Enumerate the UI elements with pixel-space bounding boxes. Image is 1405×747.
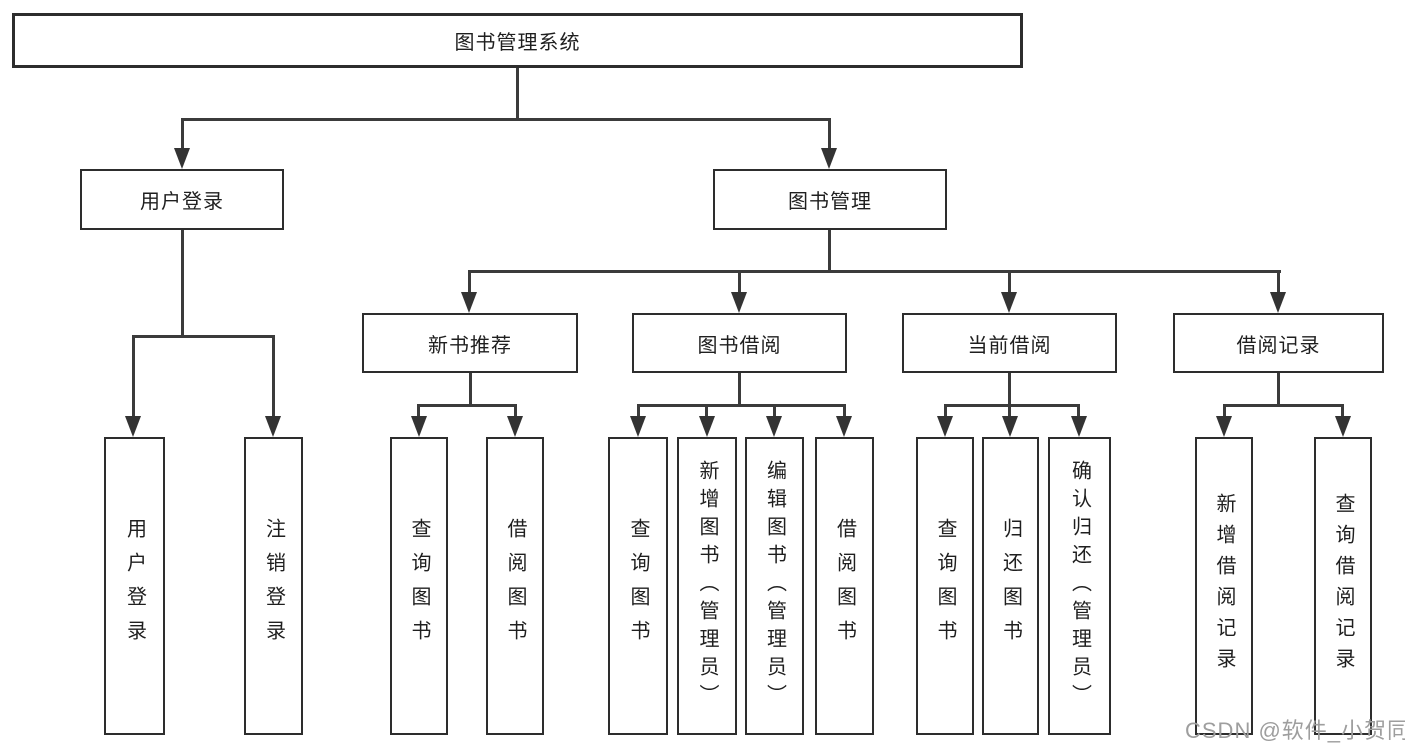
connector-g1-stem (738, 373, 741, 407)
connector-g0-c0-drop (417, 404, 420, 416)
connector-g0-drop (468, 270, 471, 294)
connector-g2-c2-drop (1077, 404, 1080, 416)
leaf-current-query: 查询图书 (916, 437, 974, 735)
connector-g2-stem (1008, 373, 1011, 407)
connector-g0-c1-drop (514, 404, 517, 416)
connector-g0-rail (417, 404, 517, 407)
connector-g3-c0-drop (1223, 404, 1226, 416)
arrowhead-current-confirm (1071, 416, 1087, 437)
leaf-records-add: 新增借阅记录 (1195, 437, 1253, 735)
csdn-watermark: CSDN @软件_小贺同学 (1185, 718, 1405, 743)
connector-g3-drop (1277, 270, 1280, 294)
arrowhead-current-query (937, 416, 953, 437)
connector-root-rail (181, 118, 831, 121)
node-book-management: 图书管理 (713, 169, 947, 230)
connector-login-child2-drop (272, 335, 275, 419)
connector-mgmt-rail (469, 270, 1281, 273)
connector-login-stem (181, 230, 184, 338)
node-book-borrow: 图书借阅 (632, 313, 847, 373)
connector-g2-drop (1008, 270, 1011, 294)
leaf-logout: 注销登录 (244, 437, 303, 735)
connector-g2-c0-drop (944, 404, 947, 416)
connector-g3-c1-drop (1341, 404, 1344, 416)
arrowhead-borrow-edit (766, 416, 782, 437)
connector-mgmt-stem (828, 230, 831, 273)
arrowhead-current-borrow (1001, 292, 1017, 313)
connector-g1-drop (738, 270, 741, 294)
leaf-records-query: 查询借阅记录 (1314, 437, 1372, 735)
arrowhead-borrow-records (1270, 292, 1286, 313)
leaf-borrow-add-admin: 新增图书（管理员） (677, 437, 737, 735)
connector-g3-rail (1223, 404, 1344, 407)
arrowhead-borrow-borrow (836, 416, 852, 437)
leaf-borrow-query: 查询图书 (608, 437, 668, 735)
node-current-borrow: 当前借阅 (902, 313, 1117, 373)
arrowhead-book-borrow (731, 292, 747, 313)
node-new-book-recommend: 新书推荐 (362, 313, 578, 373)
node-borrow-records: 借阅记录 (1173, 313, 1384, 373)
node-user-login: 用户登录 (80, 169, 284, 230)
arrowhead-records-add (1216, 416, 1232, 437)
connector-root-stem (516, 68, 519, 121)
connector-login-rail (132, 335, 275, 338)
arrowhead-records-query (1335, 416, 1351, 437)
node-library-management-system: 图书管理系统 (12, 13, 1023, 68)
connector-mgmt-drop (828, 118, 831, 150)
arrowhead-borrow-query (630, 416, 646, 437)
connector-g0-stem (469, 373, 472, 407)
connector-login-drop (181, 118, 184, 150)
leaf-newbook-borrow: 借阅图书 (486, 437, 544, 735)
arrowhead-mgmt (821, 148, 837, 169)
arrowhead-current-return (1002, 416, 1018, 437)
leaf-user-login: 用户登录 (104, 437, 165, 735)
connector-g1-rail (637, 404, 845, 407)
arrowhead-newbook-borrow (507, 416, 523, 437)
connector-g1-c3-drop (843, 404, 846, 416)
connector-login-child1-drop (132, 335, 135, 419)
arrowhead-newbook-query (411, 416, 427, 437)
connector-g2-rail (944, 404, 1080, 407)
connector-g1-c2-drop (773, 404, 776, 416)
arrowhead-logout (265, 416, 281, 437)
leaf-current-return: 归还图书 (982, 437, 1039, 735)
arrowhead-new-book (461, 292, 477, 313)
arrowhead-borrow-add (699, 416, 715, 437)
connector-g2-c1-drop (1008, 404, 1011, 416)
leaf-newbook-query: 查询图书 (390, 437, 448, 735)
leaf-current-confirm-admin: 确认归还（管理员） (1048, 437, 1111, 735)
leaf-borrow-borrow: 借阅图书 (815, 437, 874, 735)
leaf-borrow-edit-admin: 编辑图书（管理员） (745, 437, 804, 735)
arrowhead-login (174, 148, 190, 169)
connector-g1-c0-drop (637, 404, 640, 416)
connector-g1-c1-drop (705, 404, 708, 416)
connector-g3-stem (1277, 373, 1280, 407)
arrowhead-user-login (125, 416, 141, 437)
